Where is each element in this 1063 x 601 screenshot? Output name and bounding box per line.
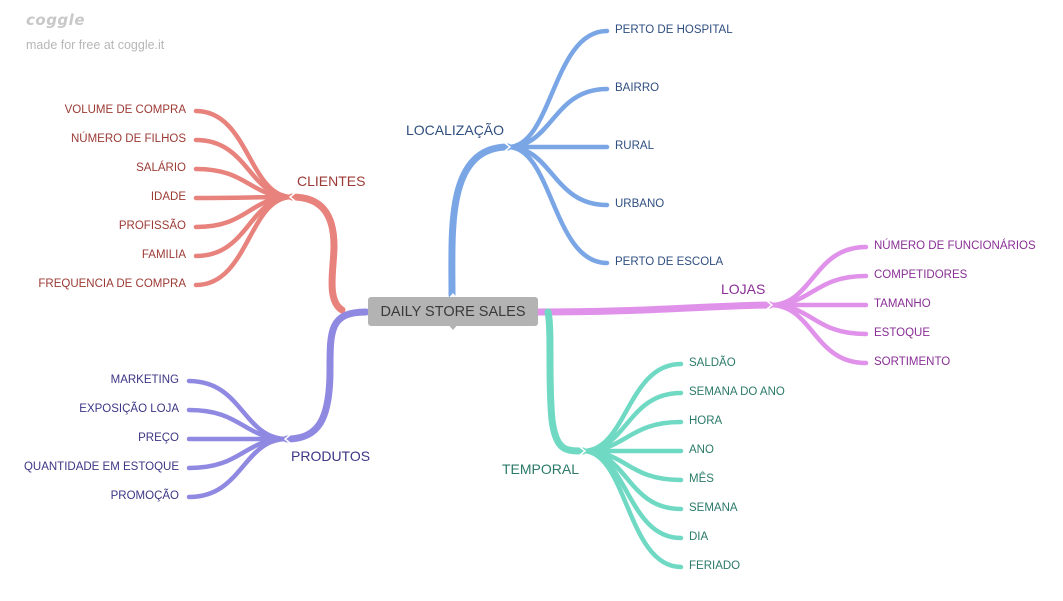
leaf-node[interactable]: COMPETIDORES — [874, 269, 968, 281]
central-node[interactable]: DAILY STORE SALES — [368, 297, 538, 326]
watermark-note: made for free at coggle.it — [26, 38, 165, 52]
leaf-connector — [767, 302, 869, 366]
branch-label-lojas[interactable]: LOJAS — [721, 281, 766, 297]
leaf-connector — [580, 448, 684, 570]
hub-chevron-icon — [283, 434, 291, 444]
leaf-node[interactable]: RURAL — [615, 140, 654, 152]
leaf-connector — [505, 144, 610, 266]
leaf-node[interactable]: PREÇO — [138, 432, 179, 444]
hub-chevron-icon — [766, 300, 774, 310]
leaf-node[interactable]: ESTOQUE — [874, 327, 931, 339]
branch-label-localizacao[interactable]: LOCALIZAÇÃO — [406, 122, 505, 138]
leaf-node[interactable]: EXPOSIÇÃO LOJA — [79, 403, 179, 415]
leaf-connector — [505, 86, 610, 150]
hub-chevron-icon — [504, 142, 512, 152]
branch-connector-localizacao — [448, 143, 512, 299]
branch-clientes — [193, 108, 346, 314]
branch-label-clientes[interactable]: CLIENTES — [297, 173, 366, 189]
leaf-connector — [193, 108, 295, 200]
leaf-node[interactable]: PERTO DE ESCOLA — [615, 256, 724, 268]
leaf-node[interactable]: PROFISSÃO — [118, 220, 186, 232]
branch-lojas — [534, 244, 869, 366]
leaf-node[interactable]: PROMOÇÃO — [110, 490, 179, 502]
branch-connector-lojas — [534, 301, 774, 316]
leaf-node[interactable]: FREQUENCIA DE COMPRA — [38, 278, 186, 290]
leaf-node[interactable]: NÚMERO DE FUNCIONÁRIOS — [874, 240, 1036, 252]
leaf-node[interactable]: SALDÃO — [689, 357, 736, 369]
branch-label-produtos[interactable]: PRODUTOS — [291, 448, 371, 464]
leaf-connector — [505, 28, 610, 150]
branch-connector-produtos — [283, 308, 370, 443]
branch-produtos — [186, 308, 370, 500]
leaf-node[interactable]: SEMANA — [689, 502, 738, 514]
leaf-connector — [580, 361, 684, 454]
branch-connector-temporal — [544, 308, 587, 455]
leaf-node[interactable]: NÚMERO DE FILHOS — [70, 133, 186, 145]
hub-chevron-icon — [579, 446, 587, 456]
hub-chevron-icon — [288, 192, 296, 202]
branch-label-temporal[interactable]: TEMPORAL — [502, 461, 580, 477]
leaf-node[interactable]: PERTO DE HOSPITAL — [615, 24, 733, 36]
leaf-node[interactable]: URBANO — [615, 198, 665, 210]
leaf-node[interactable]: QUANTIDADE EM ESTOQUE — [23, 461, 179, 473]
leaf-node[interactable]: SORTIMENTO — [874, 356, 951, 368]
branch-localizacao — [448, 28, 610, 299]
leaf-connector — [580, 448, 684, 541]
branch-connector-clientes — [288, 193, 346, 314]
leaf-node[interactable]: SEMANA DO ANO — [689, 386, 785, 398]
branch-temporal — [544, 308, 684, 570]
leaf-node[interactable]: SALÁRIO — [136, 162, 186, 174]
leaf-connector — [193, 194, 295, 288]
leaf-node[interactable]: FAMILIA — [141, 249, 186, 261]
leaf-node[interactable]: MARKETING — [110, 374, 179, 386]
leaf-node[interactable]: HORA — [689, 415, 723, 427]
leaf-node[interactable]: VOLUME DE COMPRA — [64, 104, 186, 116]
leaf-node[interactable]: DIA — [689, 531, 709, 543]
coggle-logo: coggle — [26, 11, 85, 29]
leaf-node[interactable]: IDADE — [150, 191, 186, 203]
leaf-node[interactable]: TAMANHO — [874, 298, 931, 310]
leaf-node[interactable]: FERIADO — [689, 560, 741, 572]
leaf-node[interactable]: MÊS — [689, 473, 714, 485]
leaf-node[interactable]: ANO — [689, 444, 714, 456]
central-node-label: DAILY STORE SALES — [380, 303, 526, 320]
leaf-connector — [505, 144, 610, 208]
leaf-connector — [186, 436, 290, 500]
leaf-node[interactable]: BAIRRO — [615, 82, 660, 94]
